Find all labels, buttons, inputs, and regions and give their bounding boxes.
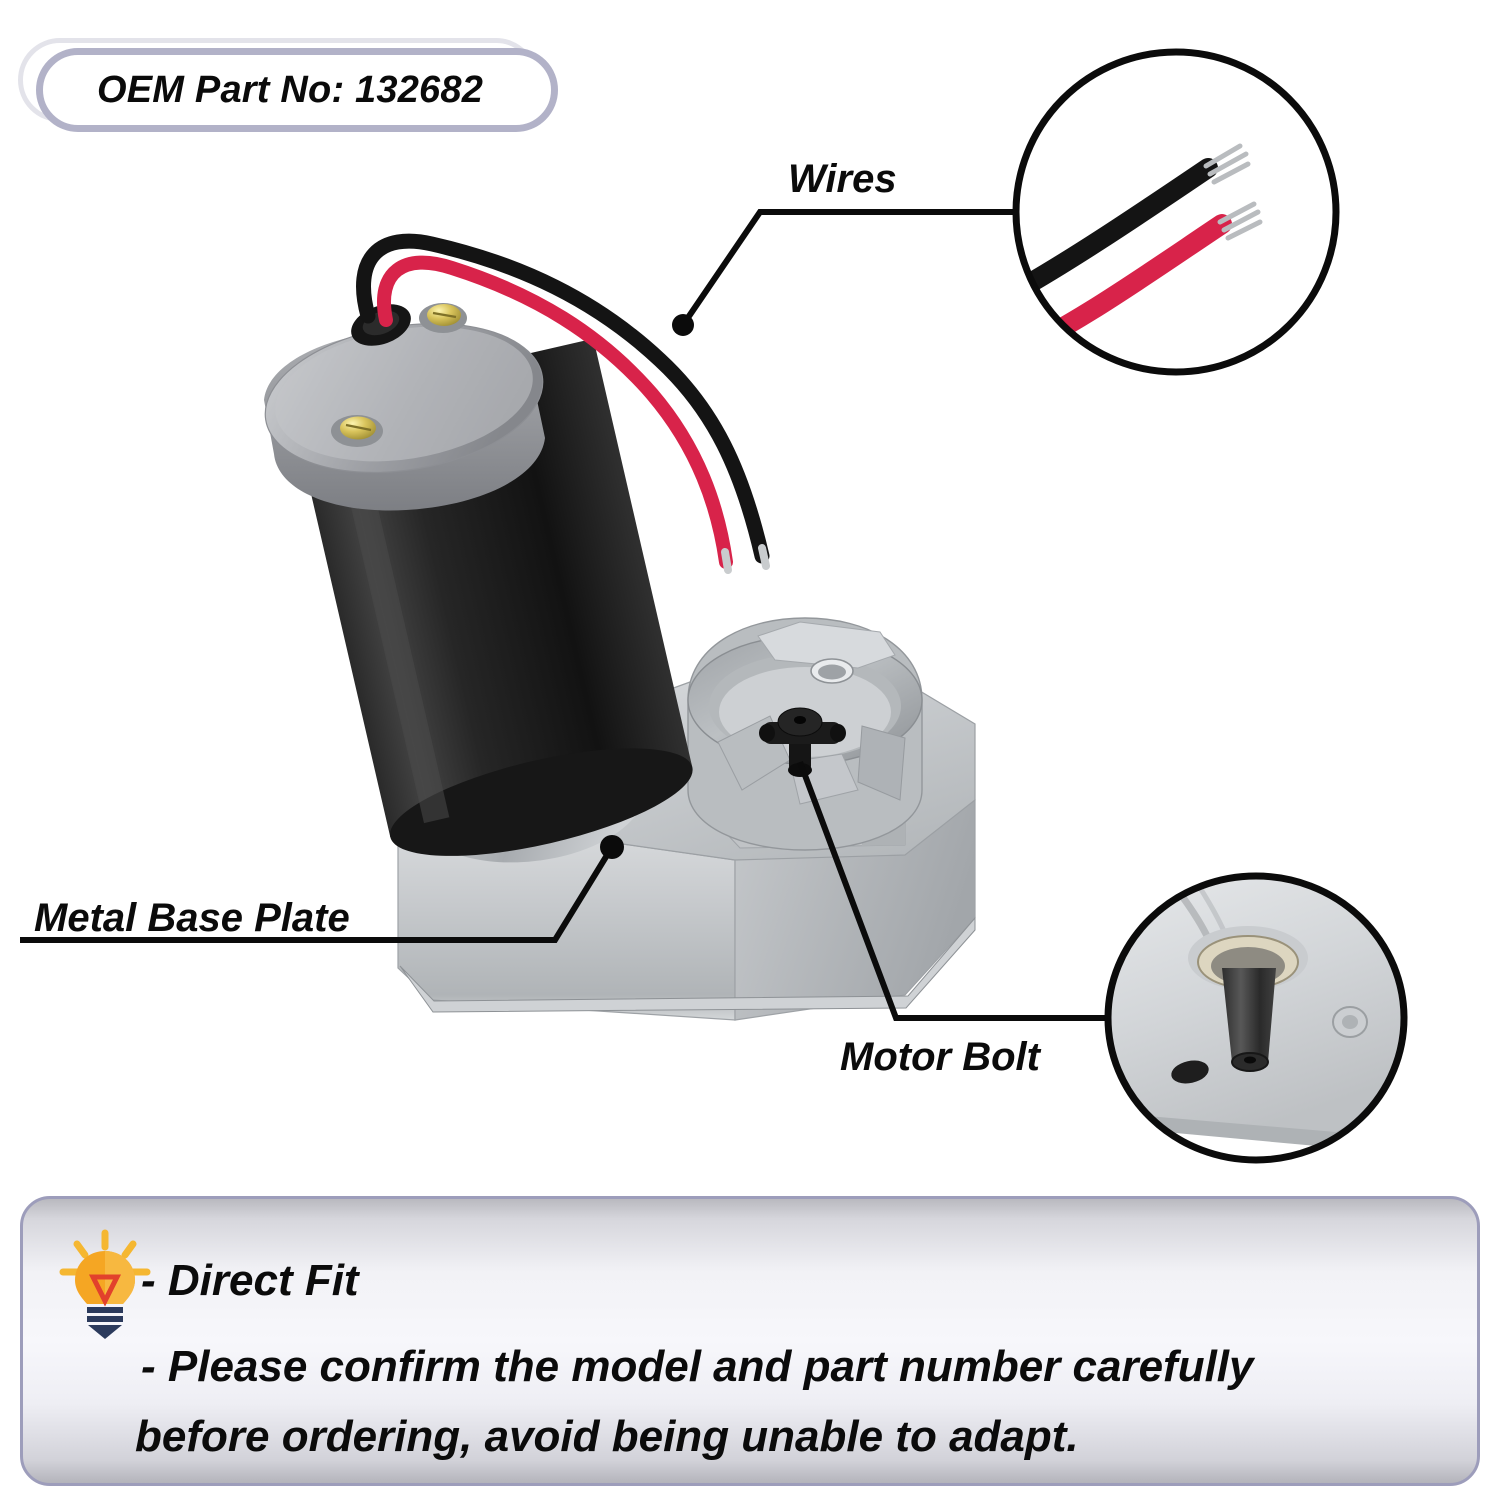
info-line-direct-fit: - Direct Fit (141, 1256, 359, 1305)
oem-part-badge: OEM Part No: 132682 (18, 38, 558, 132)
badge-inner-pill: OEM Part No: 132682 (36, 48, 558, 132)
motor-wires (356, 233, 770, 574)
info-line-before-ordering: before ordering, avoid being unable to a… (135, 1412, 1079, 1461)
leader-wires (680, 209, 1030, 327)
metal-base-plate-graphic (396, 639, 976, 1021)
info-panel-lines: - Direct Fit - Please confirm the model … (135, 1229, 1457, 1459)
lightbulb-icon (59, 1229, 151, 1339)
motor-bolt-graphic (759, 707, 846, 777)
info-panel: - Direct Fit - Please confirm the model … (20, 1196, 1480, 1486)
leader-motor-bolt (797, 760, 1110, 1021)
callout-label-wires: Wires (788, 157, 897, 201)
cap-screw-lower (331, 415, 383, 447)
info-line-confirm-model: - Please confirm the model and part numb… (141, 1342, 1254, 1391)
gear-cavity (687, 617, 923, 851)
motor-body (291, 338, 693, 856)
oem-part-number-text: OEM Part No: 132682 (97, 68, 484, 111)
callout-label-metal-base-plate: Metal Base Plate (34, 896, 350, 940)
callout-label-motor-bolt: Motor Bolt (840, 1035, 1040, 1079)
motor-end-cap (264, 303, 545, 511)
motor-collar (403, 696, 648, 863)
cap-screw-upper (419, 303, 467, 333)
